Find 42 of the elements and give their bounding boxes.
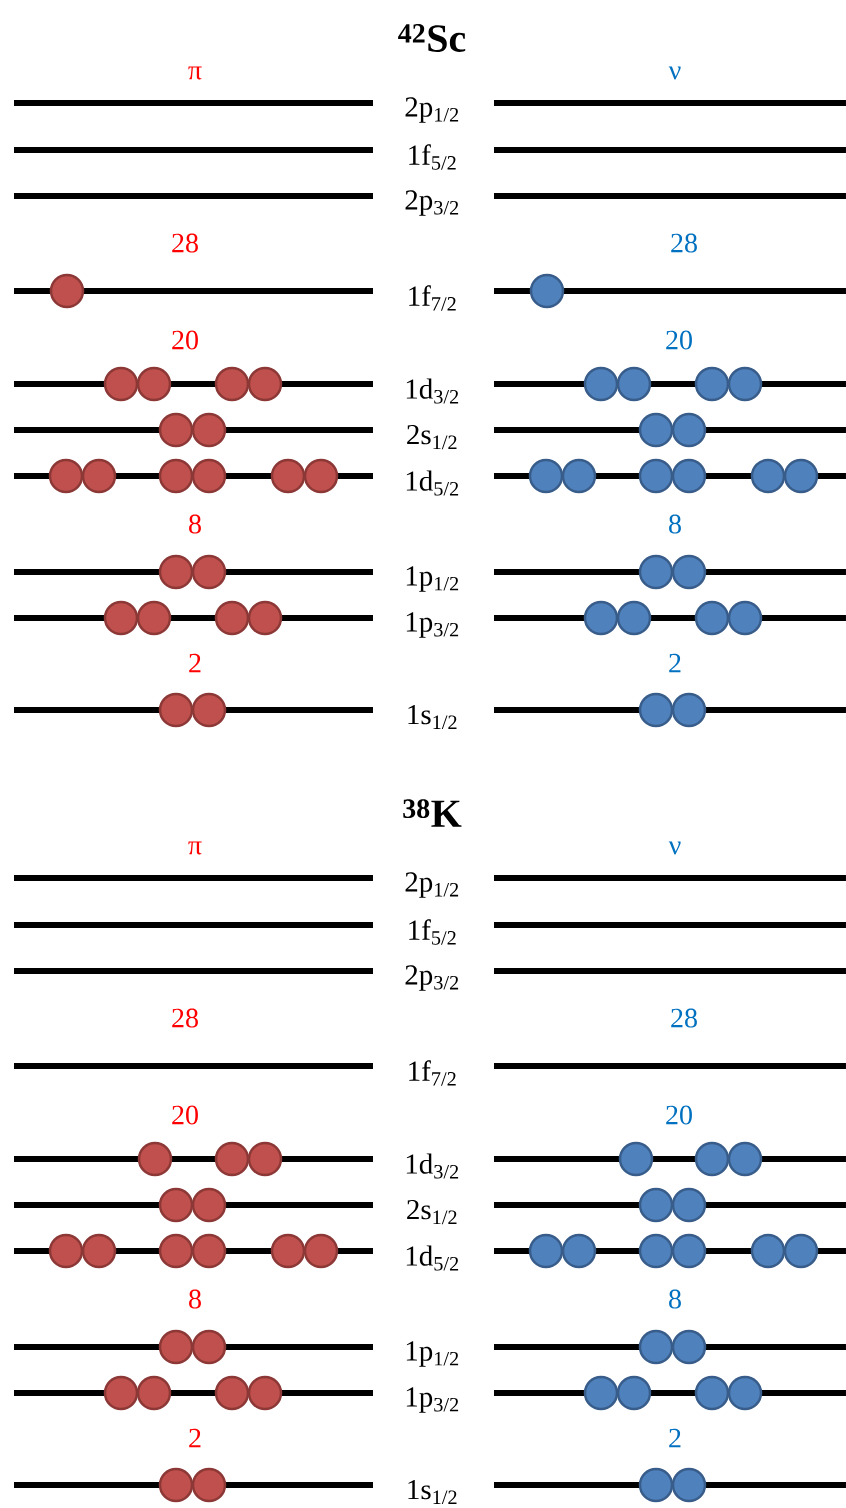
- magic-number: 8: [189, 514, 201, 534]
- column-heading: ν: [668, 841, 681, 855]
- column-heading: π: [188, 66, 202, 80]
- level-label: 1p$_{3/2}$: [406, 1387, 459, 1413]
- magic-number: 28: [671, 1008, 697, 1028]
- level-label: 1p$_{3/2}$: [406, 612, 459, 638]
- level-label: 2p$_{3/2}$: [405, 190, 459, 216]
- level-label: 1f$_{5/2}$: [409, 144, 456, 170]
- level-label: 1s$_{1/2}$: [408, 1479, 457, 1505]
- magic-number: 20: [666, 330, 692, 350]
- level-label: 1s$_{1/2}$: [408, 704, 457, 730]
- magic-number: 20: [172, 330, 198, 350]
- level-label: 1d$_{5/2}$: [406, 470, 459, 496]
- column-heading: π: [188, 841, 202, 855]
- magic-number: 28: [172, 1008, 198, 1028]
- level-label: 1f$_{7/2}$: [409, 285, 456, 311]
- level-label: 2p$_{1/2}$: [405, 97, 459, 123]
- magic-number: 20: [666, 1105, 692, 1125]
- level-label: 1d$_{3/2}$: [406, 378, 459, 404]
- magic-number: 2: [189, 1428, 201, 1448]
- level-label: 1f$_{7/2}$: [409, 1060, 456, 1086]
- level-label: 1p$_{1/2}$: [406, 1341, 459, 1367]
- level-label: 2p$_{1/2}$: [405, 872, 459, 898]
- magic-number: 28: [172, 233, 198, 253]
- magic-number: 8: [669, 1289, 681, 1309]
- magic-number: 20: [172, 1105, 198, 1125]
- magic-number: 2: [669, 653, 681, 673]
- column-heading: ν: [668, 66, 681, 80]
- level-label: 1p$_{1/2}$: [406, 566, 459, 592]
- magic-number: 28: [671, 233, 697, 253]
- magic-number: 8: [669, 514, 681, 534]
- level-label: 1f$_{5/2}$: [409, 919, 456, 945]
- level-label: 1d$_{3/2}$: [406, 1153, 459, 1179]
- nucleus-heading: $^{38}$K: [403, 799, 462, 827]
- level-label: 2p$_{3/2}$: [405, 965, 459, 991]
- magic-number: 2: [189, 653, 201, 673]
- level-label: 2s$_{1/2}$: [407, 424, 457, 450]
- magic-number: 2: [669, 1428, 681, 1448]
- nucleus-heading: $^{42}$Sc: [398, 24, 466, 52]
- magic-number: 8: [189, 1289, 201, 1309]
- level-label: 1d$_{5/2}$: [406, 1245, 459, 1271]
- level-label: 2s$_{1/2}$: [407, 1199, 457, 1225]
